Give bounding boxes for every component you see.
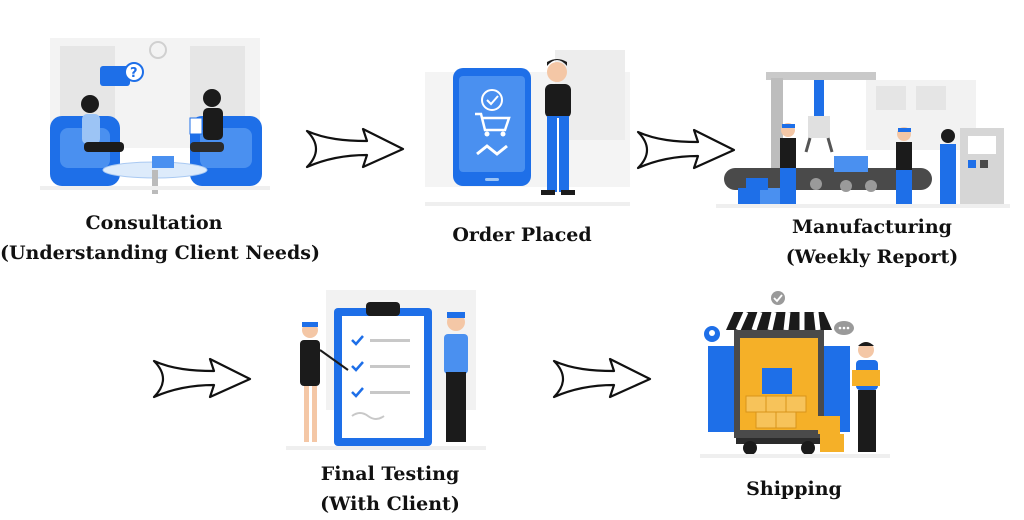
hand-drawn-arrow-icon	[636, 128, 736, 170]
consultation-illustration: ?	[40, 38, 270, 198]
factory-illustration	[716, 60, 1010, 212]
step-title: Manufacturing	[792, 216, 952, 238]
step-label-final-testing: Final Testing (With Client)	[290, 459, 490, 519]
step-title: Final Testing	[320, 463, 460, 485]
step-subtitle: (Understanding Client Needs)	[0, 242, 320, 264]
flow-arrow-3	[152, 355, 252, 401]
order-phone-illustration	[425, 42, 630, 212]
svg-text:?: ?	[130, 66, 138, 81]
flow-arrow-2	[636, 126, 736, 172]
step-label-consultation: Consultation (Understanding Client Needs…	[0, 208, 320, 268]
step-subtitle: (Weekly Report)	[785, 246, 959, 268]
hand-drawn-arrow-icon	[552, 357, 652, 399]
hand-drawn-arrow-icon	[152, 357, 252, 399]
step-title: Order Placed	[452, 224, 592, 246]
step-label-shipping: Shipping	[714, 474, 874, 504]
step-label-order-placed: Order Placed	[422, 220, 622, 250]
step-label-manufacturing: Manufacturing (Weekly Report)	[770, 212, 974, 272]
step-subtitle: (With Client)	[320, 493, 460, 515]
hand-drawn-arrow-icon	[305, 127, 405, 169]
delivery-truck-illustration	[700, 290, 890, 460]
flow-arrow-1	[305, 125, 405, 171]
step-title: Shipping	[746, 478, 842, 500]
step-title: Consultation	[85, 212, 223, 234]
flow-arrow-4	[552, 355, 652, 401]
checklist-illustration	[286, 290, 486, 455]
